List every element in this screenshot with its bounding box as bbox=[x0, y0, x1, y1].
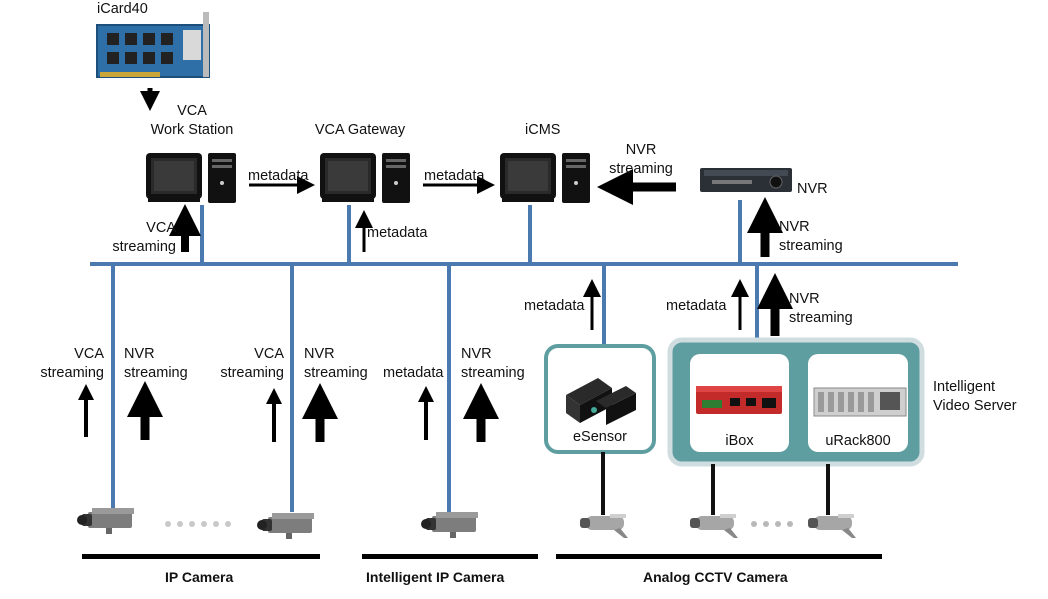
esensor-metadata-label: metadata bbox=[524, 298, 585, 314]
ws-vca-line1: VCA bbox=[146, 220, 176, 236]
ivs-label-line1: Intelligent bbox=[933, 379, 996, 395]
urack-device-image bbox=[813, 387, 907, 417]
ivs-metadata-label: metadata bbox=[666, 298, 727, 314]
ellipsis-dots-ip bbox=[165, 521, 231, 527]
vca-workstation-label: VCA Work Station bbox=[146, 102, 238, 140]
nvr-icms-line1: NVR bbox=[625, 142, 657, 158]
ivs-label-line2: Video Server bbox=[933, 398, 1017, 414]
urack-label: uRack800 bbox=[825, 433, 891, 449]
ipcam2-nvr-line1: NVR bbox=[304, 346, 335, 362]
ipcam2-nvr-label: NVR streaming bbox=[304, 345, 368, 383]
nvr-icms-line2: streaming bbox=[609, 161, 673, 177]
vca-gateway-label: VCA Gateway bbox=[314, 122, 406, 138]
ip-camera-group-label: IP Camera bbox=[165, 569, 234, 585]
vca-workstation-label-line1: VCA bbox=[177, 103, 207, 119]
analog-camera-group-bar bbox=[556, 554, 882, 559]
ipcam1-vca-line2: streaming bbox=[40, 365, 104, 381]
ip-camera-2 bbox=[257, 513, 314, 539]
ipcam1-nvr-line2: streaming bbox=[124, 365, 188, 381]
gateway-metadata-label: metadata bbox=[367, 225, 428, 241]
intelligent-ip-camera-group-label: Intelligent IP Camera bbox=[366, 569, 505, 585]
analog-camera-3 bbox=[808, 514, 856, 538]
analog-camera-1 bbox=[580, 514, 628, 538]
icard-label: iCard40 bbox=[97, 1, 148, 17]
ibox-device-image bbox=[696, 386, 782, 414]
ipcam2-vca-line1: VCA bbox=[254, 346, 284, 362]
ws-vca-line2: streaming bbox=[112, 239, 176, 255]
nvr-up-streaming-label: NVR streaming bbox=[779, 218, 843, 256]
icard-board-image bbox=[96, 12, 210, 78]
ipcam2-nvr-line2: streaming bbox=[304, 365, 368, 381]
analog-camera-group-label: Analog CCTV Camera bbox=[643, 569, 788, 585]
ip-camera-group-bar bbox=[82, 554, 320, 559]
nvr-up-line1: NVR bbox=[779, 219, 810, 235]
gateway-icms-metadata-label: metadata bbox=[424, 168, 485, 184]
ipcam1-vca-label: VCA streaming bbox=[34, 345, 104, 383]
nvr-icms-streaming-label: NVR streaming bbox=[604, 141, 678, 179]
iipcam-metadata-label: metadata bbox=[383, 365, 444, 381]
nvr-device-image bbox=[700, 168, 792, 192]
ellipsis-dots-analog bbox=[751, 521, 793, 527]
vca-workstation-pc bbox=[146, 153, 236, 203]
ivs-nvr-line1: NVR bbox=[789, 291, 820, 307]
iipcam-nvr-line1: NVR bbox=[461, 346, 492, 362]
intelligent-ip-camera bbox=[421, 512, 478, 538]
nvr-up-line2: streaming bbox=[779, 238, 843, 254]
ipcam1-nvr-label: NVR streaming bbox=[124, 345, 188, 383]
icms-label: iCMS bbox=[525, 122, 561, 138]
ws-vca-streaming-label: VCA streaming bbox=[110, 219, 176, 257]
ipcam2-vca-line2: streaming bbox=[220, 365, 284, 381]
ipcam1-nvr-line1: NVR bbox=[124, 346, 155, 362]
iipcam-nvr-line2: streaming bbox=[461, 365, 525, 381]
icms-pc bbox=[500, 153, 590, 203]
nvr-label: NVR bbox=[797, 181, 828, 197]
intelligent-video-server-label: Intelligent Video Server bbox=[933, 378, 1017, 416]
ivs-nvr-line2: streaming bbox=[789, 310, 853, 326]
esensor-label: eSensor bbox=[572, 429, 627, 445]
esensor-device-image bbox=[566, 378, 636, 425]
ws-gateway-metadata-label: metadata bbox=[248, 168, 309, 184]
ipcam2-vca-label: VCA streaming bbox=[214, 345, 284, 383]
analog-camera-2 bbox=[690, 514, 738, 538]
ipcam1-vca-line1: VCA bbox=[74, 346, 104, 362]
intelligent-ip-camera-group-bar bbox=[362, 554, 538, 559]
vca-gateway-pc bbox=[320, 153, 410, 203]
iipcam-nvr-label: NVR streaming bbox=[461, 345, 525, 383]
ibox-label: iBox bbox=[725, 433, 754, 449]
ivs-nvr-streaming-label: NVR streaming bbox=[789, 290, 853, 328]
ip-camera-1 bbox=[77, 508, 134, 534]
vca-workstation-label-line2: Work Station bbox=[150, 122, 234, 138]
